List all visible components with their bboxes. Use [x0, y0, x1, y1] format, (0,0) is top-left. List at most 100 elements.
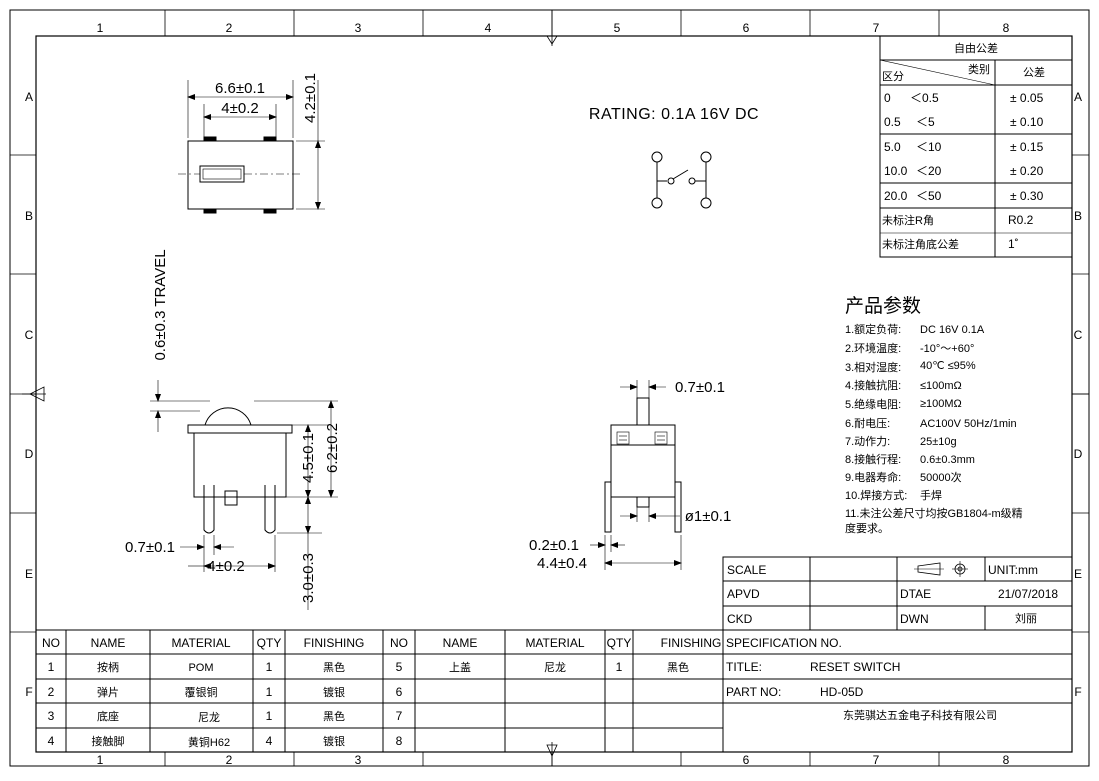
tol-row-a: 0	[884, 91, 891, 105]
bom-row: 2 弹片 覆银铜 1 镀银 6	[48, 685, 403, 699]
row-label: F	[25, 685, 32, 699]
col-label: 1	[97, 21, 104, 35]
param-value: 25±10g	[920, 436, 957, 448]
dim-top-height: 4.2±0.1	[302, 73, 319, 123]
col-label: 3	[355, 21, 362, 35]
bom-rows: 1 按柄 POM 1 黑色 5 上盖 尼龙 1 黑色 2 弹片 覆银铜 1 镀银…	[48, 660, 689, 749]
bom-cell: 1	[616, 660, 623, 674]
col-label: 5	[614, 21, 621, 35]
param-value: 40℃ ≤95%	[920, 360, 976, 372]
param-label: 2.环境温度:	[845, 341, 901, 355]
param-value: 0.6±0.3mm	[920, 454, 975, 466]
title-block-text: SCALE UNIT:mm APVD DTAE 21/07/2018 CKD D…	[726, 563, 1058, 722]
param-value: ≤100mΩ	[920, 380, 962, 392]
grid-ticks	[10, 10, 1089, 766]
col-label: 3	[355, 753, 362, 767]
param-label: 6.耐电压:	[845, 417, 890, 430]
tb-part-label: PART NO:	[726, 685, 781, 699]
row-label: C	[25, 328, 34, 342]
params-title: 产品参数	[845, 295, 921, 317]
tol-r-label: 未标注R角	[882, 213, 934, 227]
col-label: 7	[873, 753, 880, 767]
grid-col-labels: 1 2 3 4 5 6 7 8 1 2 3 6 7 8	[97, 21, 1010, 767]
tol-row-a: 20.0	[884, 189, 908, 203]
param-value: 手焊	[920, 488, 942, 502]
col-label: 6	[743, 753, 750, 767]
row-label: B	[1074, 209, 1082, 223]
bom-cell: 尼龙	[198, 711, 220, 724]
grid-row-labels: A B C D E F A B C D E F	[25, 90, 1083, 699]
row-label: E	[1074, 567, 1082, 581]
row-label: B	[25, 209, 33, 223]
tb-spec-label: SPECIFICATION NO.	[726, 636, 842, 650]
row-label: F	[1074, 685, 1081, 699]
bom-cell: 7	[396, 709, 403, 723]
param-label: 10.焊接方式:	[845, 488, 907, 502]
param-value: 50000次	[920, 470, 962, 484]
dim-pin-gap: 4±0.2	[207, 558, 244, 575]
bom-cell: 2	[48, 685, 55, 699]
tol-row-a: 10.0	[884, 164, 908, 178]
tol-r-value: R0.2	[1008, 213, 1034, 227]
param-note: 度要求。	[845, 521, 889, 535]
tb-dwn-label: DWN	[900, 612, 929, 626]
title-block	[722, 556, 1073, 753]
front-view	[150, 380, 338, 610]
bom-h-name: NAME	[91, 636, 126, 650]
dim-pin-width: 0.7±0.1	[125, 539, 175, 556]
tb-date-label: DTAE	[900, 587, 931, 601]
dim-travel: 0.6±0.3 TRAVEL	[152, 249, 169, 360]
param-label: 8.接触行程:	[845, 452, 901, 466]
bom-cell: 1	[48, 660, 55, 674]
col-label: 8	[1003, 21, 1010, 35]
bom-cell: 4	[266, 734, 273, 748]
dim-top-inner: 4±0.2	[221, 100, 258, 117]
row-label: A	[1074, 90, 1082, 104]
tolerance-title: 自由公差	[954, 41, 998, 55]
product-params: 产品参数 1.额定负荷: DC 16V 0.1A 2.环境温度: -10°～+6…	[845, 295, 1023, 535]
bom-h-no: NO	[390, 636, 408, 650]
row-label: D	[1074, 447, 1083, 461]
bom-header: NO NAME MATERIAL QTY FINISHING NO NAME M…	[42, 636, 721, 650]
param-label: 9.电器寿命:	[845, 470, 901, 484]
dim-top-width: 6.6±0.1	[215, 80, 265, 97]
tol-row-tol: ± 0.05	[1010, 91, 1044, 105]
dim-h45: 4.5±0.1	[300, 433, 317, 483]
bom-table	[36, 629, 723, 752]
bom-cell: POM	[188, 662, 213, 674]
col-label: 7	[873, 21, 880, 35]
param-value: ≥100MΩ	[920, 398, 962, 410]
col-label: 2	[226, 753, 233, 767]
bom-h-name: NAME	[443, 636, 478, 650]
tb-apvd-label: APVD	[727, 587, 760, 601]
param-value: -10°～+60°	[920, 343, 974, 355]
tol-row-tol: ± 0.10	[1010, 115, 1044, 129]
param-label: 4.接触抗阻:	[845, 378, 901, 392]
bom-cell: 底座	[97, 709, 119, 723]
bom-cell: 弹片	[97, 685, 119, 699]
switch-symbol	[651, 151, 712, 209]
param-value: AC100V 50Hz/1min	[920, 418, 1017, 430]
col-label: 1	[97, 753, 104, 767]
bom-row: 3 底座 尼龙 1 黑色 7	[48, 709, 403, 724]
row-label: D	[25, 447, 34, 461]
tol-row-tol: ± 0.15	[1010, 140, 1044, 154]
dim-side-thickness: 0.2±0.1	[529, 537, 579, 554]
tol-row-b: ＜0.5	[910, 91, 939, 105]
tol-angle-label: 未标注角底公差	[882, 237, 959, 251]
bom-h-material: MATERIAL	[171, 636, 230, 650]
tb-title-value: RESET SWITCH	[810, 660, 900, 674]
dim-side-width: 4.4±0.4	[537, 555, 587, 572]
bom-row: 1 按柄 POM 1 黑色 5 上盖 尼龙 1 黑色	[48, 660, 689, 674]
bom-cell: 黄铜H62	[188, 735, 230, 749]
bom-h-qty: QTY	[257, 636, 282, 650]
param-value: DC 16V 0.1A	[920, 324, 985, 336]
bom-cell: 3	[48, 709, 55, 723]
tol-row-a: 5.0	[884, 140, 901, 154]
tb-company: 东莞骐达五金电子科技有限公司	[843, 708, 997, 722]
centering-marks	[29, 35, 558, 757]
param-note: 11.未注公差尺寸均按GB1804-m级精	[845, 506, 1023, 520]
dim-h62: 6.2±0.2	[324, 423, 341, 473]
row-label: A	[25, 90, 33, 104]
